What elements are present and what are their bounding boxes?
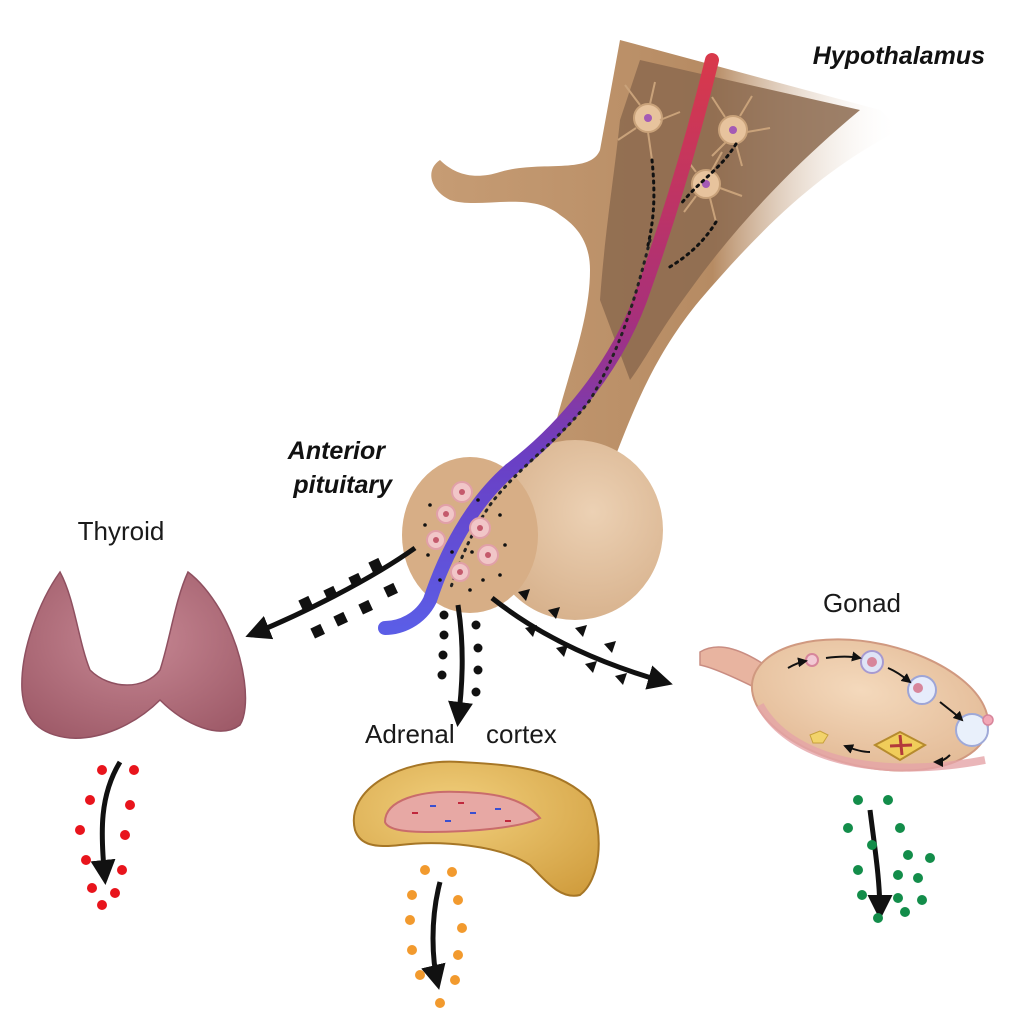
- axon-dotted: [666, 220, 718, 270]
- follicle-icon: [805, 650, 994, 747]
- hypothalamus-region: [431, 40, 900, 470]
- thyroid-gland: [21, 570, 247, 739]
- gonad-label: Gonad: [823, 588, 901, 618]
- adrenal-label-word1: Adrenal: [365, 719, 455, 749]
- anterior-pituitary-label-line2: pituitary: [292, 471, 393, 499]
- posterior-lobe: [487, 440, 663, 620]
- axon-dotted: [678, 142, 738, 207]
- hypothalamus-label: Hypothalamus: [813, 42, 985, 70]
- adrenal-label-word2: cortex: [486, 719, 557, 749]
- gonad-hormone-output: [843, 795, 935, 923]
- portal-vessel: [378, 53, 719, 635]
- corpus-luteum-icon: [809, 730, 928, 762]
- thyroid-shape: [21, 570, 247, 739]
- gonad-ovary: [699, 638, 994, 772]
- portal-vessel-dots: [448, 238, 652, 592]
- hormone-arrow-icon: [245, 545, 673, 727]
- neuron-icon: [617, 81, 681, 161]
- adrenal-hormone-output: [405, 865, 467, 1008]
- axon-dotted: [646, 158, 656, 247]
- hypothalamus-inner-region: [600, 60, 860, 380]
- secretory-cells: [426, 481, 499, 582]
- adrenal-medulla: [383, 790, 542, 834]
- neuron-icon: [711, 95, 771, 167]
- anterior-pituitary-label-line1: Anterior: [287, 437, 387, 465]
- thyroid-hormone-output: [75, 760, 139, 910]
- adrenal-gland: [352, 760, 600, 897]
- pituitary-gland: [378, 53, 719, 635]
- thyroid-label: Thyroid: [78, 516, 165, 546]
